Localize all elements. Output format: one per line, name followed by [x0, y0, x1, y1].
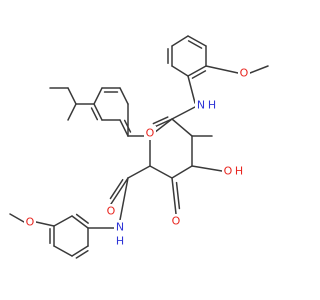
bond-line — [119, 177, 129, 221]
bond-line — [75, 250, 89, 259]
bond-line — [53, 245, 73, 257]
bond-line — [249, 65, 269, 74]
atom-label-o: O — [224, 165, 233, 178]
bond-line — [175, 181, 181, 210]
amide-oxygen-top: O — [144, 126, 156, 140]
bond-line — [205, 65, 239, 74]
atom-label-o: O — [172, 215, 181, 228]
molecule-structure-diagram: O N H O O H O O N — [9, 35, 269, 259]
bond-line — [191, 70, 207, 79]
bond-line — [9, 213, 25, 223]
atom-label-o: O — [26, 216, 35, 229]
bond-line — [75, 213, 89, 224]
ketone-oxygen: O — [170, 214, 182, 228]
bond-line — [53, 215, 73, 227]
bond-line — [171, 165, 193, 179]
bond-line — [171, 118, 193, 137]
bond-layer — [9, 35, 269, 259]
bond-line — [187, 75, 196, 104]
amide-oxygen-bottom: O — [105, 204, 117, 218]
bond-line — [127, 165, 151, 179]
amide-nh-top: N H — [195, 98, 219, 112]
bond-line — [171, 65, 189, 77]
bond-line — [67, 87, 77, 105]
atom-label-n: N — [197, 99, 205, 112]
atom-label-layer: O N H O O H O O N — [24, 66, 250, 248]
bond-line — [187, 40, 203, 49]
bond-line — [119, 119, 129, 137]
bond-line — [67, 103, 77, 121]
bond-line — [171, 177, 177, 215]
atom-label-o: O — [146, 127, 155, 140]
bond-line — [191, 165, 223, 172]
methoxy-oxygen-top: O — [238, 66, 250, 80]
bond-line — [110, 177, 129, 205]
atom-label-h: H — [208, 99, 216, 112]
atom-label-n: N — [116, 221, 124, 234]
atom-label-o: O — [107, 205, 116, 218]
bond-line — [93, 87, 103, 105]
atom-label-h: H — [116, 235, 124, 248]
bond-line — [93, 103, 103, 121]
bond-line — [71, 215, 89, 229]
bond-line — [71, 245, 89, 257]
bond-line — [187, 35, 207, 47]
atom-label-o: O — [240, 67, 249, 80]
atom-label-h: H — [235, 165, 243, 178]
bond-line — [35, 221, 55, 227]
bond-line — [187, 65, 207, 77]
hydroxyl-group: O H — [222, 164, 246, 178]
bond-line — [152, 116, 169, 125]
bond-line — [109, 178, 124, 200]
bond-line — [171, 106, 196, 120]
bond-line — [171, 35, 189, 47]
methoxy-oxygen-bottom: O — [24, 215, 36, 229]
bond-line — [119, 87, 129, 105]
amide-nh-bottom: N H — [114, 220, 126, 248]
bond-line — [90, 107, 99, 121]
bond-line — [149, 165, 173, 179]
